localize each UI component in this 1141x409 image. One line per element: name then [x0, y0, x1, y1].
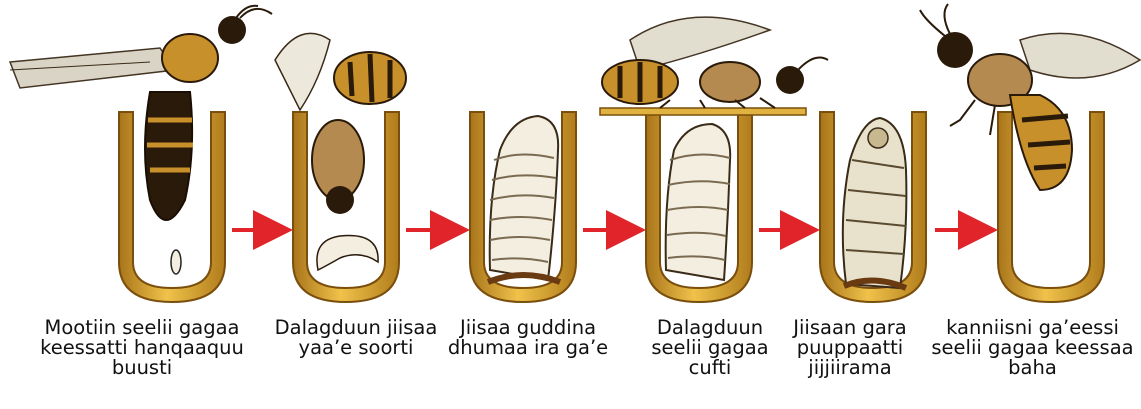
- worker-bee-capping-cell-icon: [602, 17, 828, 280]
- pupa-icon: [843, 118, 907, 288]
- stage-caption-4: Dalagduun seelii gagaa cufti: [640, 318, 780, 378]
- queen-bee-laying-egg-icon: [10, 6, 272, 274]
- stage-caption-2: Dalagduun jiisaa yaa’e soorti: [256, 318, 456, 358]
- stage-caption-1: Mootiin seelii gagaa keessatti hanqaaquu…: [22, 318, 262, 378]
- grown-larva-icon: [488, 116, 560, 282]
- adult-bee-emerging-icon: [920, 4, 1140, 190]
- stage-caption-6: kanniisni ga’eessi seelii gagaa keessaa …: [925, 318, 1140, 378]
- stage-caption-5: Jiisaan gara puuppaatti jijjiirama: [770, 318, 930, 378]
- stage-caption-3: Jiisaa guddina dhumaa ira ga’e: [438, 318, 618, 358]
